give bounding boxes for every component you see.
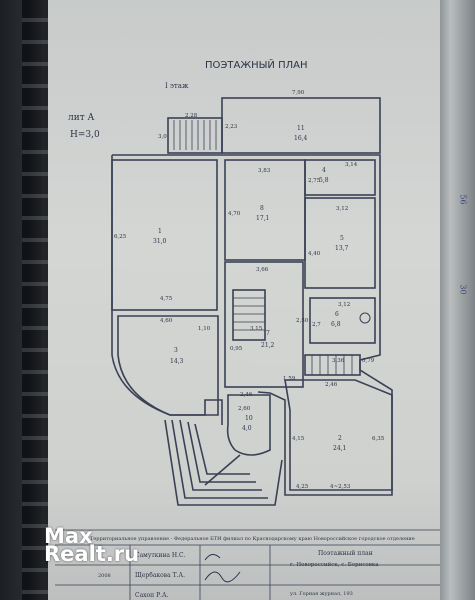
room-area: 31,0 bbox=[153, 238, 167, 245]
dim: 1,10 bbox=[198, 326, 211, 332]
room-area: 5,8 bbox=[319, 177, 329, 184]
dim: 2,46 bbox=[325, 382, 338, 388]
stamp-name-3: Сахоп Р.А. bbox=[135, 592, 169, 599]
inner-stair bbox=[232, 289, 266, 341]
watermark-line-2: Realt.ru bbox=[44, 542, 140, 566]
dim: 3,0 bbox=[158, 134, 167, 140]
binding-strip bbox=[22, 0, 48, 600]
dim: 4,15 bbox=[292, 436, 305, 442]
room-3-outline bbox=[117, 315, 219, 416]
watermark-line-1: Max bbox=[44, 524, 93, 548]
dim: 3,12 bbox=[336, 206, 348, 212]
stamp-year: 2008 bbox=[98, 573, 111, 579]
stamp-doc-title: Поэтажный план bbox=[318, 550, 373, 557]
room-area: 17,1 bbox=[256, 215, 269, 222]
dim: 0,95 bbox=[230, 346, 243, 352]
room-number: 6 bbox=[335, 311, 339, 318]
dim: 4,25 bbox=[296, 484, 309, 490]
dim: 7,90 bbox=[292, 90, 305, 96]
stamp-name-1: Самуткина Н.С. bbox=[135, 552, 186, 559]
room-area: 16,4 bbox=[294, 135, 308, 142]
room-area: 6,8 bbox=[331, 321, 341, 328]
main-outline bbox=[112, 154, 393, 496]
room-area: 21,2 bbox=[261, 342, 275, 349]
dim: 3,14 bbox=[345, 162, 358, 168]
side-stair bbox=[304, 354, 361, 376]
dim: 6,35 bbox=[372, 436, 385, 442]
dim: 2,75 bbox=[308, 178, 321, 184]
stamp-address: г. Новороссийск, с. Борисовка bbox=[290, 562, 379, 568]
dim: 3,66 bbox=[256, 267, 269, 273]
room-number: 7 bbox=[266, 330, 270, 337]
dim: 2,46 bbox=[240, 392, 253, 398]
dim: 3,83 bbox=[258, 168, 271, 174]
room-area: 4,0 bbox=[242, 425, 252, 432]
dim: 3,12 bbox=[338, 302, 350, 308]
lit-label: лит А bbox=[68, 113, 95, 123]
room-area: 24,1 bbox=[333, 445, 346, 452]
dim: 4,70 bbox=[228, 211, 241, 217]
dim: 2,23 bbox=[225, 124, 238, 130]
room-10-outline bbox=[226, 394, 271, 456]
toilet-icon bbox=[359, 312, 371, 324]
room-6-outline bbox=[309, 297, 376, 344]
floor-label: I этаж bbox=[165, 82, 189, 90]
room-number: 11 bbox=[297, 125, 305, 132]
dim: 4~2,53 bbox=[330, 484, 351, 490]
dim: 4,60 bbox=[160, 318, 173, 324]
dim: 3,36 bbox=[332, 358, 345, 364]
stamp-org: Территориальное управление - Федеральное… bbox=[90, 535, 415, 542]
room-7-outline bbox=[224, 261, 304, 388]
entry-stair-outline bbox=[167, 117, 223, 154]
room-8-outline bbox=[224, 159, 306, 261]
watermark-logo: Max Realt.ru bbox=[44, 524, 140, 566]
dim: 2,7 bbox=[312, 322, 321, 328]
signature bbox=[204, 554, 221, 561]
porch-steps bbox=[164, 419, 283, 506]
dim: 2,28 bbox=[185, 113, 198, 119]
room-number: 8 bbox=[260, 205, 264, 212]
room-number: 1 bbox=[158, 228, 162, 235]
plan-title: ПОЭТАЖНЫЙ ПЛАН bbox=[205, 58, 308, 71]
dim: 3,15 bbox=[250, 326, 263, 332]
dim: 2,50 bbox=[296, 318, 309, 324]
room-number: 5 bbox=[340, 235, 344, 242]
room-number: 10 bbox=[245, 415, 253, 422]
dim: 6,25 bbox=[114, 234, 127, 240]
dim: 1,59 bbox=[283, 376, 296, 382]
room-number: 2 bbox=[338, 435, 342, 442]
dim: 4,40 bbox=[308, 251, 321, 257]
stamp-name-2: Щербакова Т.А. bbox=[135, 572, 185, 579]
signature bbox=[204, 571, 241, 583]
dim: 4,75 bbox=[160, 296, 173, 302]
stamp-block bbox=[55, 529, 440, 600]
page-edge bbox=[440, 0, 475, 600]
dim: 2,60 bbox=[238, 406, 251, 412]
stamp-address2: ул. Горная журнал, 193 bbox=[290, 591, 353, 597]
room-2-outline bbox=[284, 379, 393, 491]
room-area: 14,3 bbox=[170, 358, 184, 365]
dim: 0,79 bbox=[362, 358, 375, 364]
room-1-outline bbox=[111, 159, 218, 311]
room-5-outline bbox=[304, 197, 376, 289]
room-4-outline bbox=[304, 159, 376, 196]
room-number: 4 bbox=[322, 167, 326, 174]
room-area: 13,7 bbox=[335, 245, 349, 252]
room-number: 3 bbox=[174, 347, 178, 354]
height-label: Н=3,0 bbox=[70, 130, 100, 140]
